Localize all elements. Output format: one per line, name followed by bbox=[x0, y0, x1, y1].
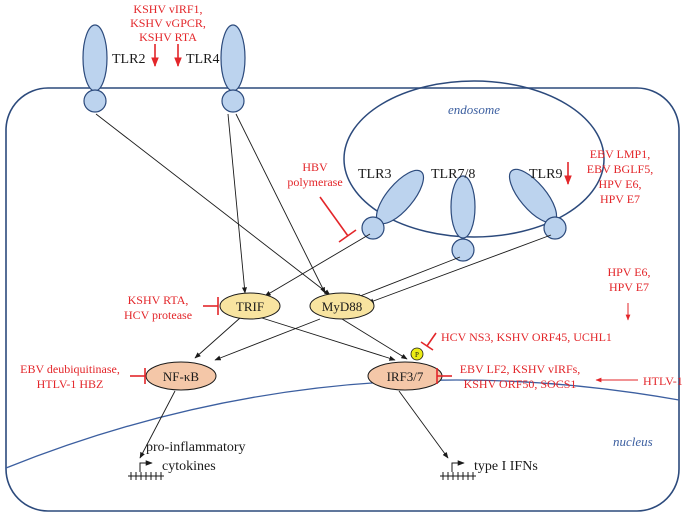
nuclear-envelope bbox=[5, 379, 680, 469]
myd88-adaptor: MyD88 bbox=[309, 292, 375, 320]
tlr4-label: TLR4 bbox=[186, 52, 219, 67]
irf-lower-line2: KSHV ORF50, SOCS1 bbox=[464, 377, 577, 391]
hbv-polymerase-inhibitor: HBV polymerase bbox=[287, 160, 342, 189]
nfkb-inhibitors: EBV deubiquitinase, HTLV-1 HBZ bbox=[20, 362, 120, 391]
top-kshv-line3: KSHV RTA bbox=[139, 30, 197, 44]
top-kshv-line1: KSHV vIRF1, bbox=[133, 2, 202, 16]
myd88-label: MyD88 bbox=[322, 299, 362, 314]
cytokine-gene-promoter bbox=[128, 460, 164, 480]
proinflammatory-label: pro-inflammatory bbox=[146, 440, 246, 455]
nfkb-inh-line2: HTLV-1 HBZ bbox=[37, 377, 104, 391]
tlr78-label: TLR7/8 bbox=[431, 167, 475, 182]
htlv-tax-activator: HTLV-1 Tax bbox=[643, 374, 685, 388]
phospho-label: P bbox=[415, 351, 419, 359]
hpv-irf-line1: HPV E6, bbox=[607, 265, 650, 279]
tlr4-receptor bbox=[220, 24, 246, 113]
tlr9-inh-line3: HPV E6, bbox=[598, 177, 641, 191]
tlr9-viral-inhibitors: EBV LMP1, EBV BGLF5, HPV E6, HPV E7 bbox=[587, 147, 653, 206]
hbv-line1: HBV bbox=[302, 160, 328, 174]
hbv-line2: polymerase bbox=[287, 175, 342, 189]
tlr78-receptor bbox=[450, 175, 476, 262]
tlr2-receptor bbox=[82, 24, 108, 113]
irf37-factor: IRF3/7 bbox=[367, 361, 443, 391]
tlr9-inh-line2: EBV BGLF5, bbox=[587, 162, 653, 176]
tlr3-receptor bbox=[361, 169, 425, 240]
tlr9-inh-line4: HPV E7 bbox=[600, 192, 640, 206]
nfkb-factor: NF-κB bbox=[145, 361, 217, 391]
tlr9-receptor bbox=[508, 168, 567, 240]
type1-ifns-label: type I IFNs bbox=[474, 459, 538, 474]
endosome-label: endosome bbox=[448, 102, 500, 117]
trif-inhibitors: KSHV RTA, HCV protease bbox=[124, 293, 192, 322]
trif-label: TRIF bbox=[236, 299, 264, 314]
irf-upper-inhibitors: HCV NS3, KSHV ORF45, UCHL1 bbox=[441, 330, 612, 344]
endosome-membrane bbox=[343, 80, 605, 238]
hpv-irf-line2: HPV E7 bbox=[609, 280, 649, 294]
tlr3-label: TLR3 bbox=[358, 167, 391, 182]
tlr9-label: TLR9 bbox=[529, 167, 562, 182]
trif-inh-line2: HCV protease bbox=[124, 308, 192, 322]
cytokines-label: cytokines bbox=[162, 459, 216, 474]
tlr9-inh-line1: EBV LMP1, bbox=[590, 147, 650, 161]
nfkb-label: NF-κB bbox=[163, 369, 199, 384]
nfkb-inh-line1: EBV deubiquitinase, bbox=[20, 362, 120, 376]
ifn-gene-promoter bbox=[440, 460, 476, 480]
inhibition-marks bbox=[130, 44, 638, 384]
signaling-arrows bbox=[95, 113, 552, 459]
kshv-tlr-inhibitors: KSHV vIRF1, KSHV vGPCR, KSHV RTA bbox=[130, 2, 206, 44]
phospho-marker: P bbox=[410, 347, 424, 361]
nucleus-label: nucleus bbox=[613, 434, 653, 449]
cell-membrane bbox=[5, 87, 680, 512]
irf-lower-line1: EBV LF2, KSHV vIRFs, bbox=[460, 362, 581, 376]
irf-lower-inhibitors: EBV LF2, KSHV vIRFs, KSHV ORF50, SOCS1 bbox=[460, 362, 581, 391]
top-kshv-line2: KSHV vGPCR, bbox=[130, 16, 206, 30]
trif-inh-line1: KSHV RTA, bbox=[128, 293, 189, 307]
tlr2-label: TLR2 bbox=[112, 52, 145, 67]
hpv-irf-inhibitors: HPV E6, HPV E7 bbox=[607, 265, 650, 294]
irf37-label: IRF3/7 bbox=[387, 369, 424, 384]
trif-adaptor: TRIF bbox=[219, 292, 281, 320]
